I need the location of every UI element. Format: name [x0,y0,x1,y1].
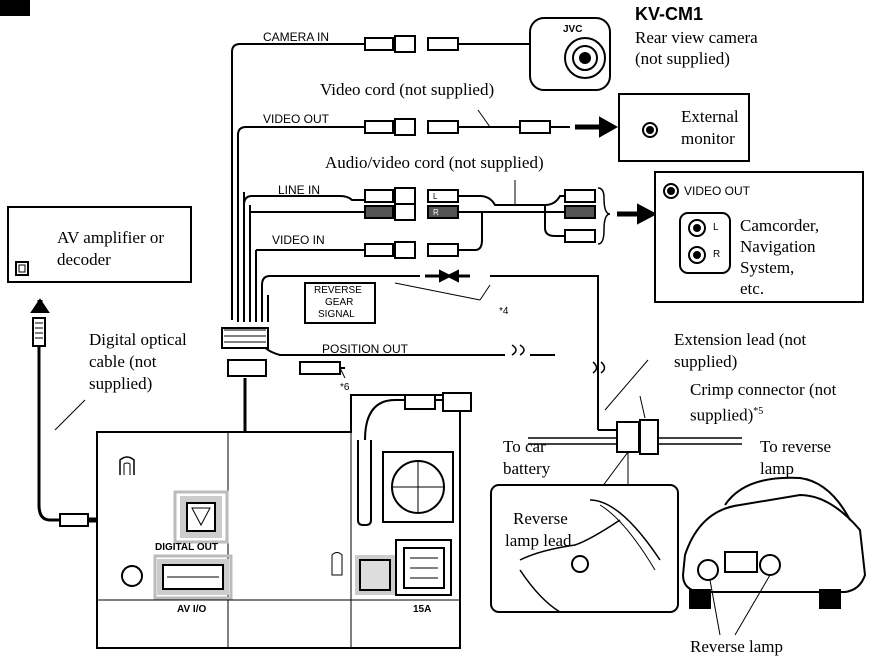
fuse-label: 15A [413,604,432,615]
rev-lead-line2: lamp lead [505,531,572,550]
plug-l-label: L [433,192,438,201]
cam-video-out-label: VIDEO OUT [684,184,751,198]
to-reverse-line2: lamp [760,459,794,478]
digital-out-label: DIGITAL OUT [155,542,218,553]
optical-line2: cable (not [89,352,157,371]
ext-monitor-line1: External [681,107,739,126]
camcorder-line3: System, [740,258,795,277]
optical-line3: supplied) [89,374,153,393]
note-6: *6 [340,382,350,393]
crimp-note: *5 [753,406,764,417]
amp-line2: decoder [57,250,111,269]
cam-l-label: L [713,222,719,233]
ext-lead-line1: Extension lead (not [674,330,807,349]
reverse-gear-line1: REVERSE [314,285,362,296]
camera-desc-line2: (not supplied) [635,49,730,68]
reverse-lamp-label: Reverse lamp [690,637,783,656]
av-io-label: AV I/O [177,604,207,615]
crimp-line1: Crimp connector (not [690,380,837,399]
reverse-gear-line3: SIGNAL [318,309,355,320]
crimp-line2: supplied)*5 [690,401,763,426]
camera-brand: JVC [563,24,583,35]
crimp-line2-text: supplied) [690,405,754,425]
camera-model: KV-CM1 [635,4,704,24]
to-reverse-line1: To reverse [760,437,832,456]
av-cord-label: Audio/video cord (not supplied) [325,153,544,172]
position-out-label: POSITION OUT [322,342,409,356]
video-out-label: VIDEO OUT [263,112,330,126]
cam-r-label: R [713,249,721,260]
video-in-label: VIDEO IN [272,233,325,247]
reverse-gear-line2: GEAR [325,297,354,308]
amp-line1: AV amplifier or [57,228,165,247]
camcorder-line4: etc. [740,279,765,298]
ext-lead-line2: supplied) [674,352,738,371]
to-battery-line2: battery [503,459,551,478]
video-cord-label: Video cord (not supplied) [320,80,495,99]
optical-line1: Digital optical [89,330,187,349]
ext-monitor-line2: monitor [681,129,735,148]
camera-in-label: CAMERA IN [263,30,330,44]
camcorder-line2: Navigation [740,237,816,256]
camera-desc-line1: Rear view camera [635,28,758,47]
note-4: *4 [499,306,509,317]
to-battery-line1: To car [503,437,546,456]
rev-lead-line1: Reverse [513,509,568,528]
plug-r-label: R [433,208,439,217]
line-in-label: LINE IN [278,183,321,197]
camcorder-line1: Camcorder, [740,216,820,235]
